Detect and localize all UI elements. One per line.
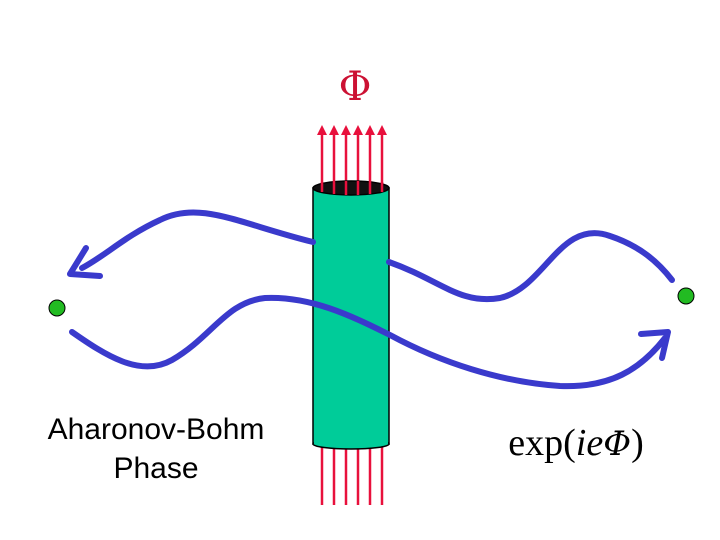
- upper-path-arrowhead: [67, 245, 103, 279]
- aharonov-bohm-caption: Aharonov-Bohm Phase: [20, 410, 292, 488]
- upper-path-right-segment: [386, 230, 675, 303]
- phase-factor-formula: exp(ieΦ): [486, 418, 666, 469]
- caption-line-1: Aharonov-Bohm: [47, 413, 265, 446]
- formula-ie: ie: [575, 422, 604, 464]
- solenoid-top-opening: [312, 180, 390, 196]
- formula-close: ): [631, 422, 644, 464]
- field-lines-in-opening: [320, 181, 384, 195]
- flux-symbol-label: Φ: [338, 64, 372, 110]
- field-lines-bottom: [320, 446, 384, 505]
- lower-path-arrowhead: [638, 329, 671, 361]
- upper-path-left-segment: [79, 209, 316, 271]
- field-lines-top: [317, 125, 387, 186]
- lower-path-curve: [69, 294, 668, 390]
- lower-path: [69, 294, 671, 390]
- upper-path: [67, 209, 675, 303]
- formula-phi: Φ: [603, 424, 632, 464]
- left-endpoint-dot: [48, 299, 66, 317]
- formula-open: exp(: [508, 422, 576, 464]
- right-endpoint-dot: [677, 287, 695, 305]
- caption-line-2: Phase: [113, 452, 199, 485]
